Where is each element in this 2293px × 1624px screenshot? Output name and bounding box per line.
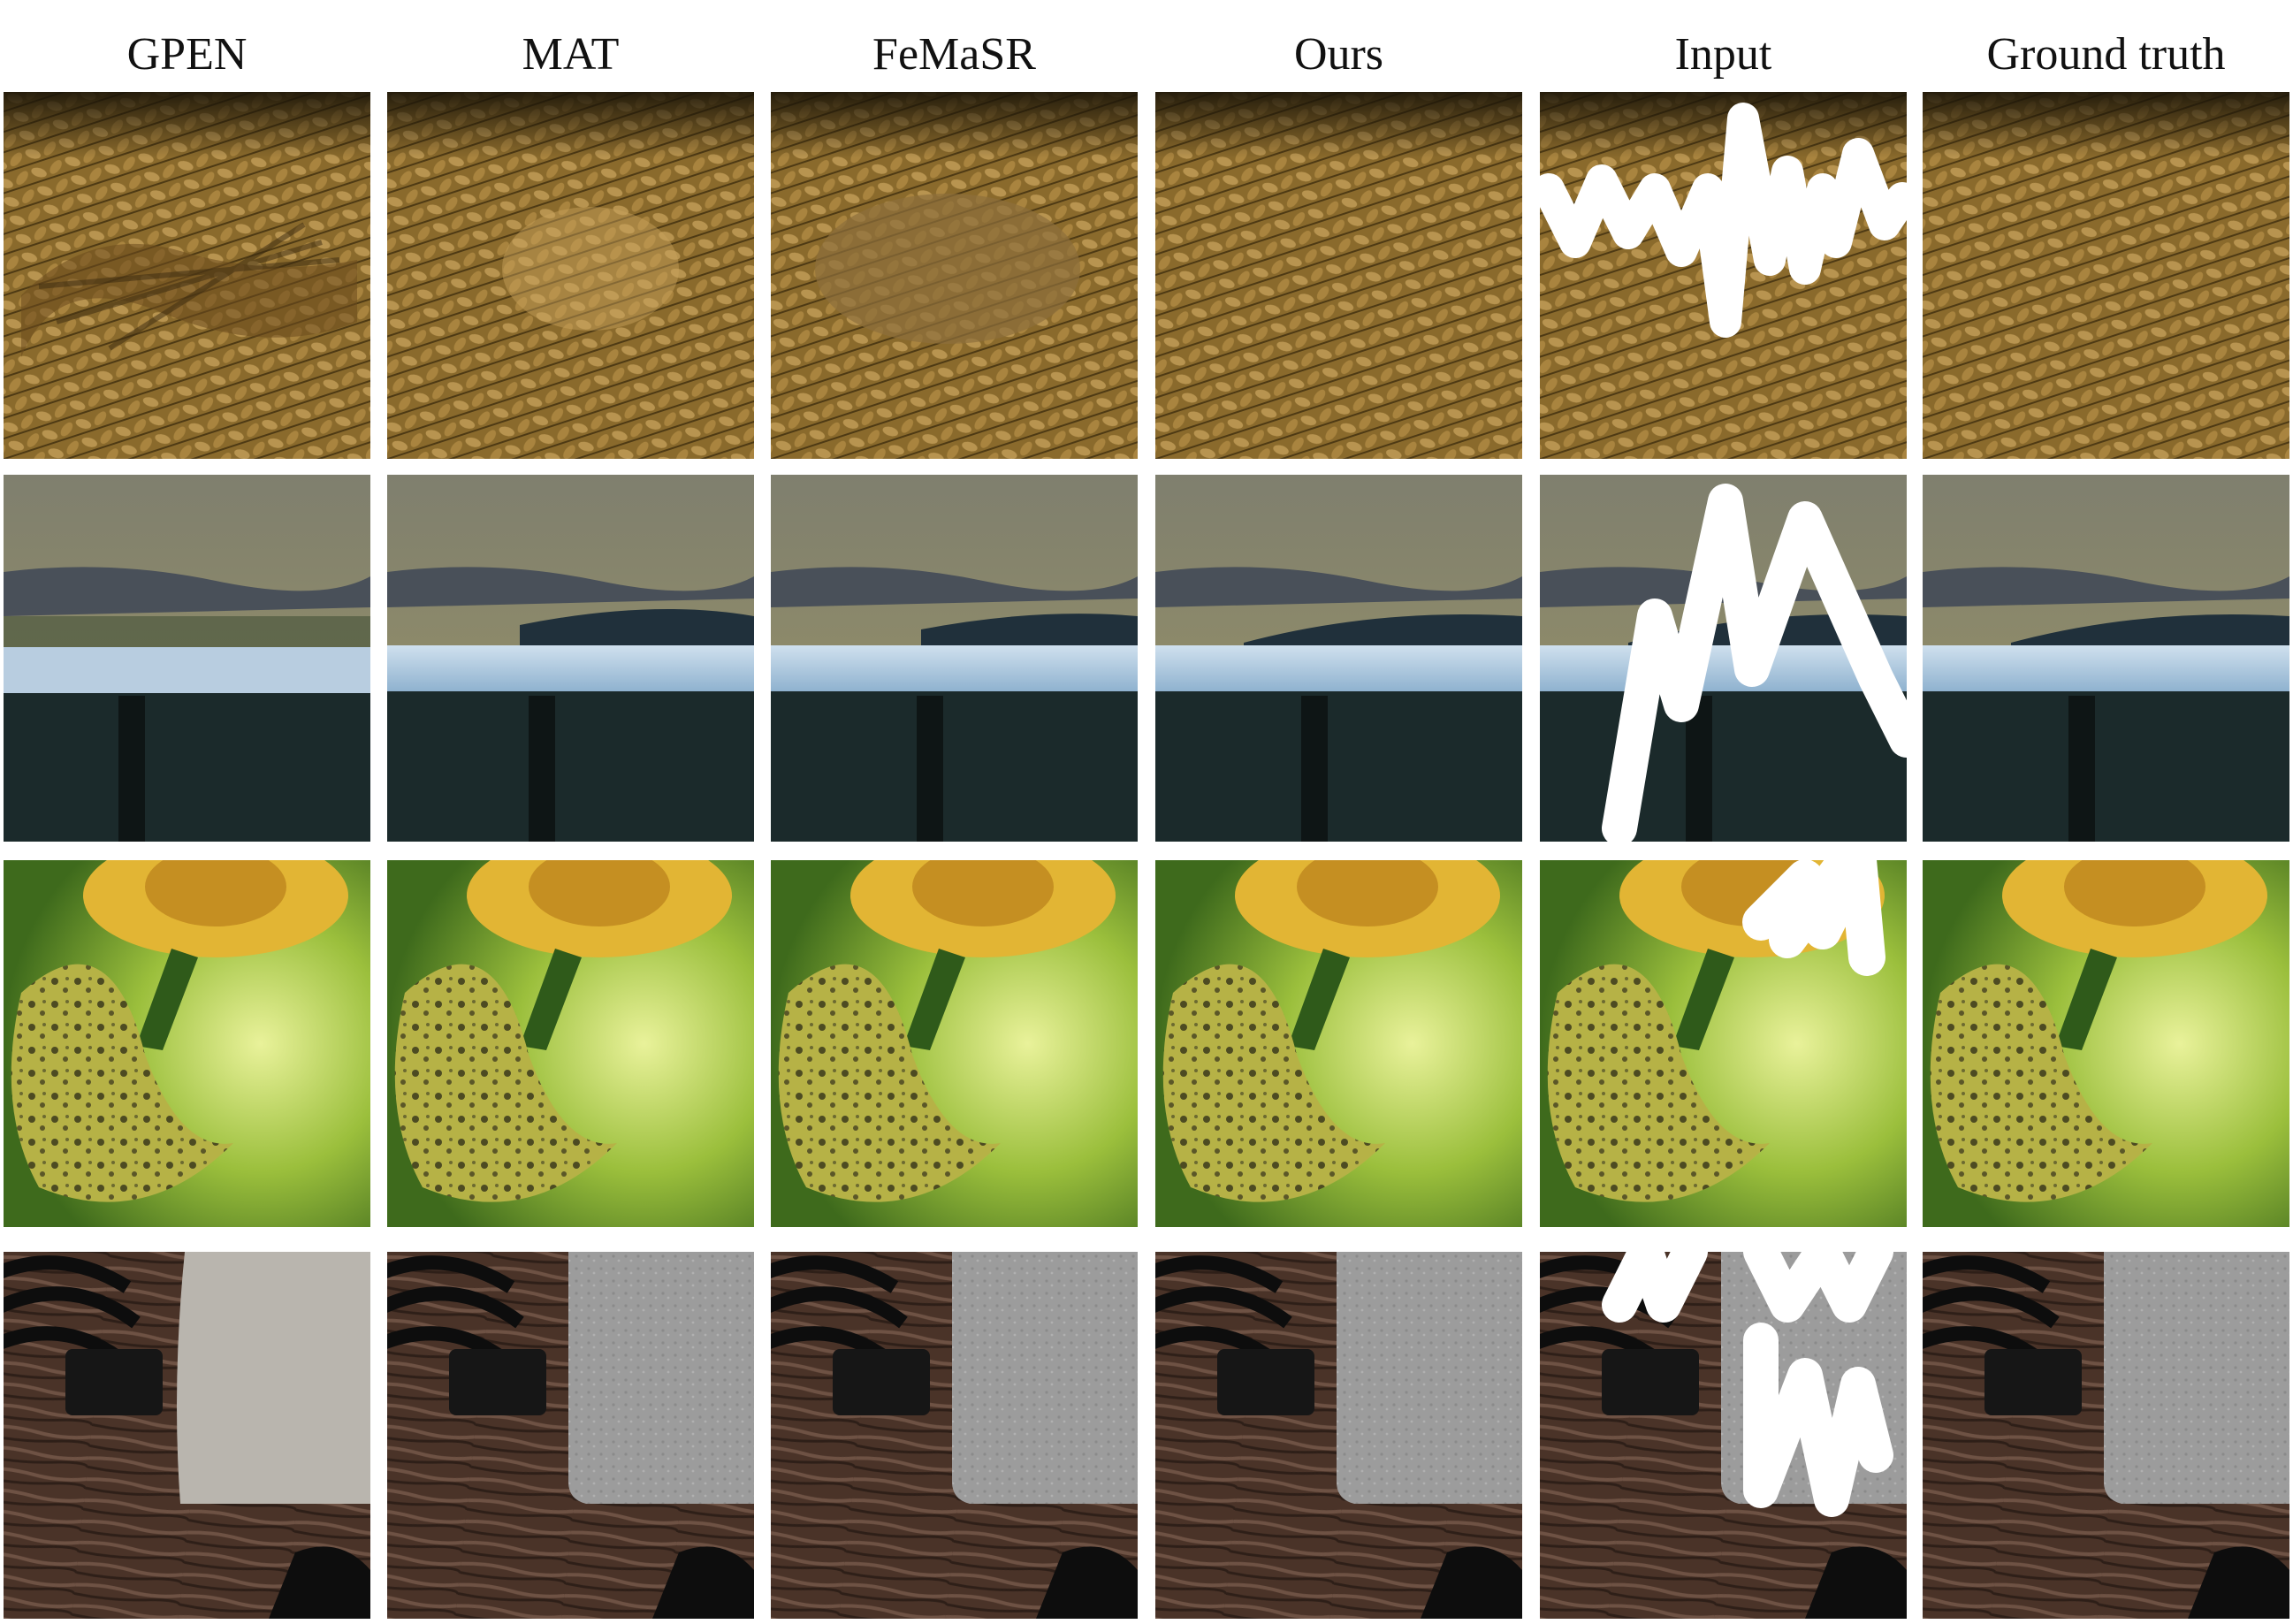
row3-input-mask — [1742, 860, 1885, 976]
column-header-input: Input — [1674, 29, 1772, 80]
row4-ground-truth-image — [1923, 1252, 2289, 1619]
row4-femasr-image — [771, 1252, 1138, 1619]
row2-mat-image — [387, 475, 754, 842]
row4-input-image — [1540, 1252, 1907, 1619]
row1-input-image — [1540, 92, 1907, 459]
row3-ground-truth-image — [1923, 860, 2289, 1227]
row4-gpen-image — [4, 1252, 370, 1619]
row2-femasr-image — [771, 475, 1138, 842]
column-header-gpen: GPEN — [126, 29, 248, 80]
row2-ground-truth-image — [1923, 475, 2289, 842]
row3-mat-image — [387, 860, 754, 1227]
row3-femasr-image — [771, 860, 1138, 1227]
row1-ground-truth-image — [1923, 92, 2289, 459]
row4-mat-image — [387, 1252, 754, 1619]
row4-input-mask — [1602, 1252, 1893, 1517]
row4-ours-image — [1155, 1252, 1522, 1619]
row2-input-image — [1540, 475, 1907, 842]
row3-gpen-image — [4, 860, 370, 1227]
row3-ours-image — [1155, 860, 1522, 1227]
row1-mat-image — [387, 92, 754, 459]
row2-ours-image — [1155, 475, 1522, 842]
row1-femasr-image — [771, 92, 1138, 459]
row3-input-image — [1540, 860, 1907, 1227]
column-header-femasr: FeMaSR — [872, 29, 1036, 80]
column-header-ours: Ours — [1293, 29, 1384, 80]
row2-gpen-image — [4, 475, 370, 842]
row1-gpen-image — [4, 92, 370, 459]
column-header-ground-truth: Ground truth — [1986, 29, 2226, 80]
row1-input-mask — [1540, 103, 1907, 338]
row2-input-mask — [1602, 484, 1907, 842]
row1-ours-image — [1155, 92, 1522, 459]
column-header-mat: MAT — [522, 29, 620, 80]
